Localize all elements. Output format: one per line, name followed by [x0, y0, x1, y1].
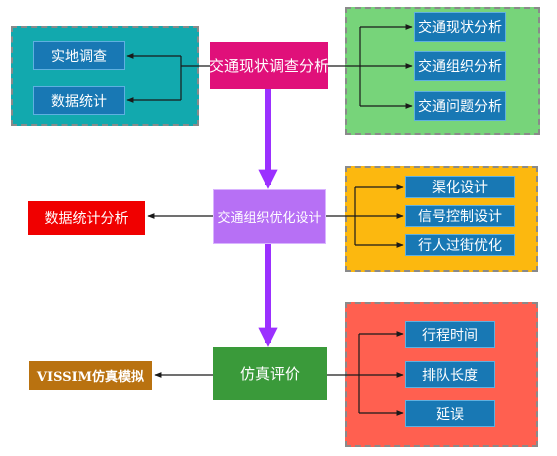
design-item-2: 信号控制设计	[405, 205, 515, 227]
vissim-label: VISSIM仿真模拟	[36, 370, 145, 385]
design-item-3-label: 行人过街优化	[418, 238, 502, 254]
main-optimize-label: 交通组织优化设计	[217, 211, 322, 226]
field-survey-box: 实地调查	[33, 41, 125, 70]
data-stats-label: 数据统计	[51, 93, 107, 110]
vissim-box: VISSIM仿真模拟	[29, 361, 152, 390]
metric-item-1-label: 行程时间	[422, 327, 478, 344]
analysis-item-3: 交通问题分析	[414, 91, 506, 121]
analysis-item-1: 交通现状分析	[414, 12, 506, 42]
stats-analysis-box: 数据统计分析	[28, 201, 145, 235]
design-item-1-label: 渠化设计	[432, 180, 488, 196]
data-stats-box: 数据统计	[33, 86, 125, 115]
stats-analysis-label: 数据统计分析	[44, 211, 129, 227]
metric-item-3-label: 延误	[436, 406, 464, 423]
main-survey-box: 交通现状调查分析	[209, 42, 330, 89]
metric-item-3: 延误	[405, 400, 495, 427]
metric-item-2-label: 排队长度	[422, 367, 478, 384]
main-survey-label: 交通现状调查分析	[209, 57, 330, 75]
design-item-2-label: 信号控制设计	[418, 209, 502, 225]
metric-item-2: 排队长度	[405, 361, 495, 388]
metric-item-1: 行程时间	[405, 321, 495, 348]
main-eval-box: 仿真评价	[213, 347, 327, 400]
analysis-item-2: 交通组织分析	[414, 51, 506, 81]
analysis-item-1-label: 交通现状分析	[418, 20, 502, 36]
analysis-item-3-label: 交通问题分析	[418, 99, 502, 115]
field-survey-label: 实地调查	[51, 48, 107, 65]
design-item-3: 行人过街优化	[405, 234, 515, 256]
analysis-item-2-label: 交通组织分析	[418, 59, 502, 75]
design-item-1: 渠化设计	[405, 176, 515, 198]
main-eval-label: 仿真评价	[239, 365, 300, 383]
main-optimize-box: 交通组织优化设计	[213, 189, 326, 244]
